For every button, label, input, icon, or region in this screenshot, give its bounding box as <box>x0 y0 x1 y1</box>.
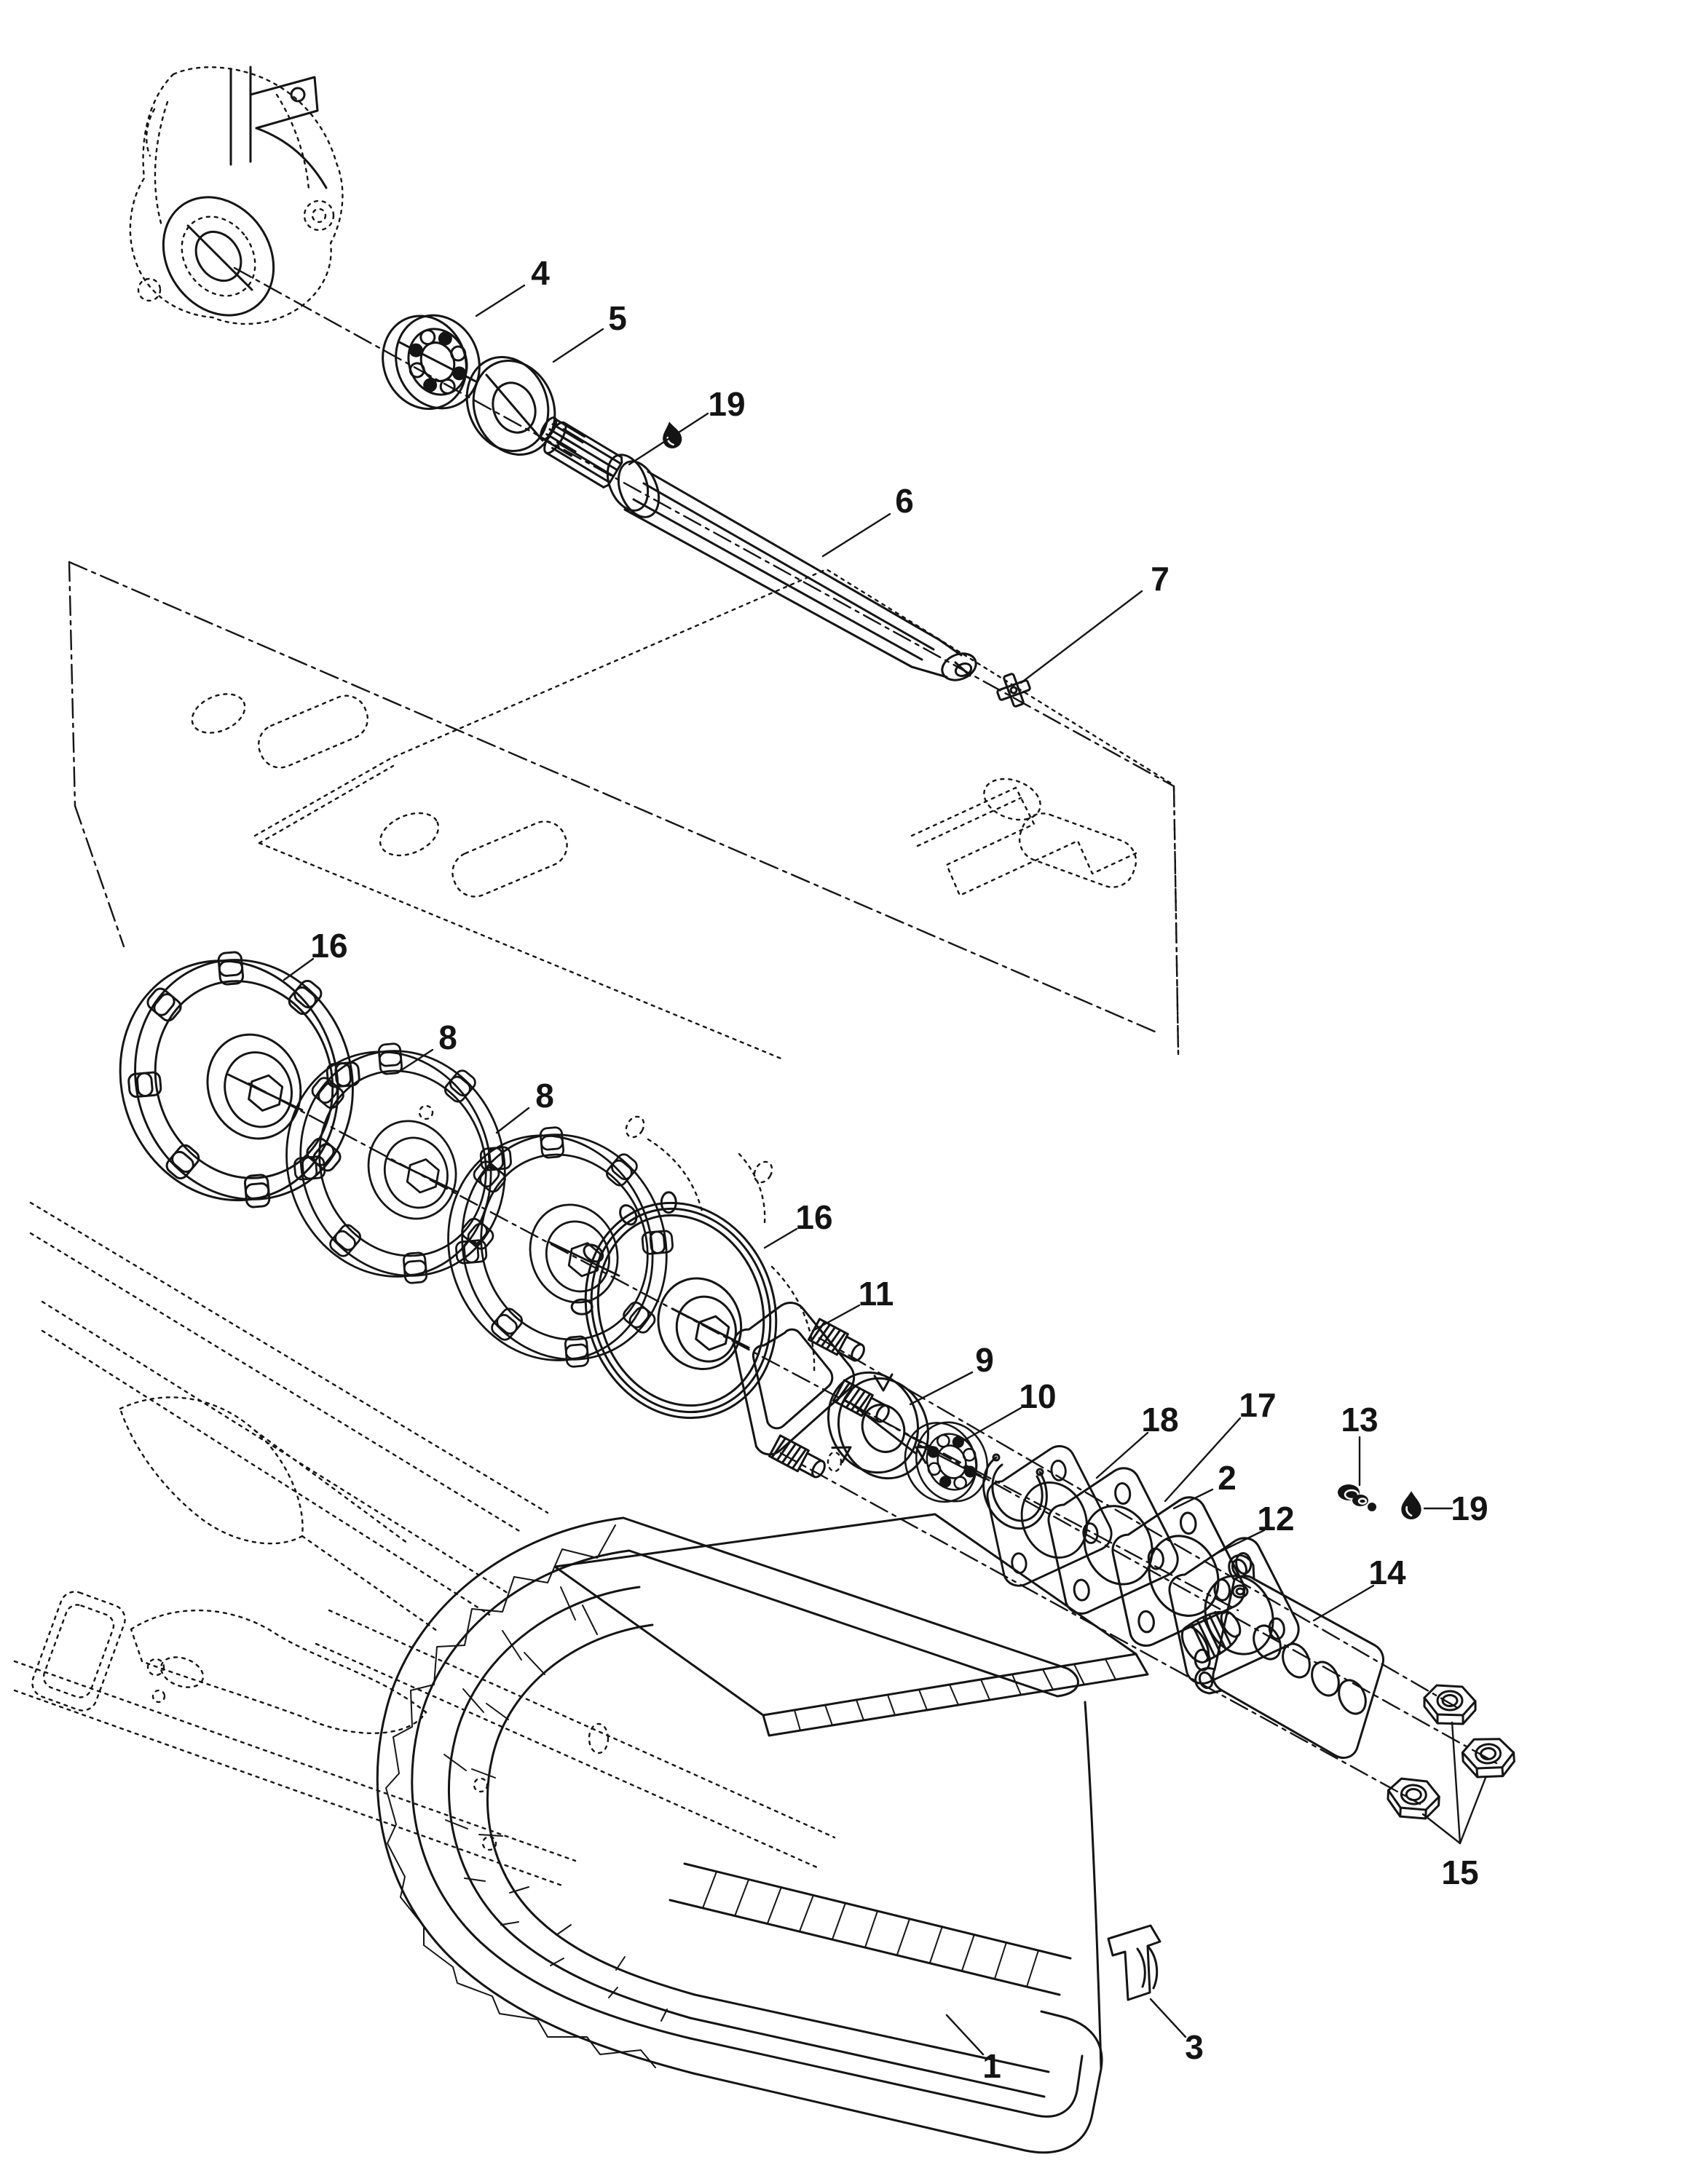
callout-15: 15 <box>1441 1853 1478 1891</box>
callout-11: 11 <box>859 1275 894 1313</box>
callout-1: 1 <box>982 2047 1001 2085</box>
centerlines <box>68 266 1498 1805</box>
leader-lines <box>283 284 1487 2056</box>
drive-sprocket-8a <box>253 1013 545 1316</box>
lock-flange-9 <box>827 1371 934 1480</box>
circlip <box>982 1453 1048 1530</box>
shaft-pin-7 <box>996 673 1031 708</box>
callout-16a: 16 <box>310 927 347 965</box>
washer-5 <box>465 356 556 456</box>
callout-17: 17 <box>1239 1386 1276 1424</box>
callout-10: 10 <box>1019 1377 1056 1415</box>
callout-12: 12 <box>1257 1500 1294 1538</box>
drive-sprocket-8b <box>415 1097 706 1400</box>
bracket-14 <box>1194 1554 1385 1759</box>
callout-13: 13 <box>1341 1401 1378 1439</box>
flange-plate-2 <box>1106 1491 1250 1650</box>
callout-14: 14 <box>1368 1554 1406 1591</box>
callout-8a: 8 <box>438 1018 457 1056</box>
callout-19a: 19 <box>708 385 745 423</box>
idler-wheel-16a <box>85 920 395 1242</box>
frame-rails <box>13 1201 836 1887</box>
callout-8b: 8 <box>535 1077 554 1115</box>
callout-labels: 4 5 19 6 7 16 8 8 16 11 9 10 18 17 2 12 … <box>310 254 1488 2085</box>
hex-nut-15b <box>1460 1736 1517 1780</box>
grease-fitting-13 <box>1338 1484 1376 1511</box>
lubrication-drop-icon <box>658 419 685 451</box>
tunnel-outline <box>191 568 1180 1061</box>
hex-nut-15a <box>1423 1684 1477 1725</box>
callout-4: 4 <box>531 254 550 292</box>
callout-7: 7 <box>1151 560 1170 598</box>
callout-19b: 19 <box>1451 1489 1488 1527</box>
hex-nut-15c <box>1386 1776 1441 1821</box>
drive-shaft-6 <box>540 416 977 681</box>
callout-5: 5 <box>608 299 627 337</box>
track-clip-3 <box>1107 1924 1162 2001</box>
track-1 <box>376 1513 1149 2154</box>
callout-3: 3 <box>1185 2028 1204 2066</box>
callout-2: 2 <box>1218 1459 1237 1497</box>
lubrication-drop-icon <box>1400 1489 1423 1521</box>
callout-16b: 16 <box>795 1198 832 1236</box>
idler-wheel-16b <box>541 1166 808 1450</box>
callout-9: 9 <box>975 1341 994 1379</box>
ball-bearing-10 <box>892 1406 1001 1517</box>
stud-plate-11 <box>733 1302 894 1483</box>
callout-18: 18 <box>1141 1401 1178 1439</box>
chaincase-housing <box>129 66 344 325</box>
callout-6: 6 <box>895 482 914 520</box>
